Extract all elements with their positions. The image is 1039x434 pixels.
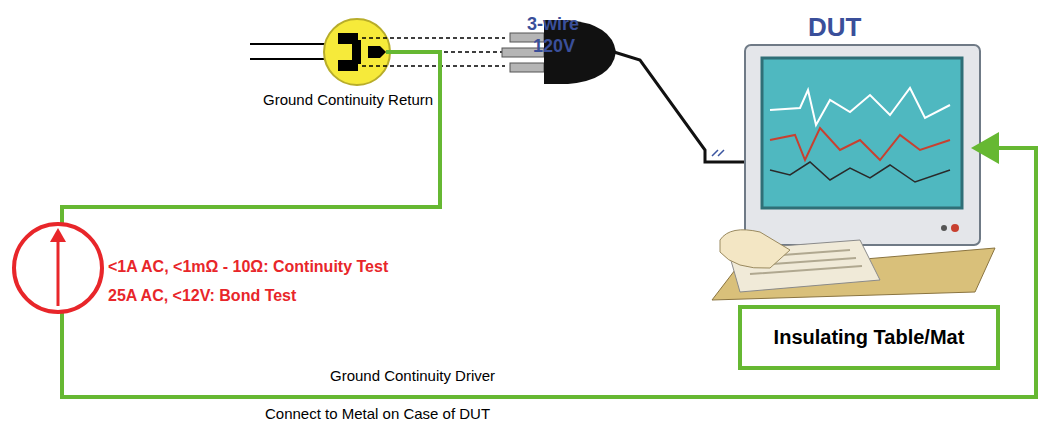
- test-spec: 25A AC, <12V: Bond Test: [108, 287, 296, 305]
- device-label: DUT: [808, 12, 861, 43]
- test-spec: <1A AC, <1mΩ - 10Ω: Continuity Test: [108, 258, 388, 276]
- plug-label: 3-wire: [527, 14, 579, 35]
- wire-label: Ground Continuity Return: [263, 91, 433, 108]
- ground-wire: [62, 52, 1036, 397]
- insulating-mat-box: Insulating Table/Mat: [738, 305, 1000, 370]
- plug: [502, 20, 760, 162]
- current-source-symbol: [14, 224, 102, 312]
- wire-label: Connect to Metal on Case of DUT: [265, 405, 490, 422]
- box-label: Insulating Table/Mat: [774, 326, 965, 349]
- outlet: [324, 19, 390, 85]
- computer-illustration: [712, 45, 995, 300]
- wire-label: Ground Continuity Driver: [330, 367, 495, 384]
- supply-wires: [250, 44, 330, 59]
- plug-label: 120V: [533, 36, 575, 57]
